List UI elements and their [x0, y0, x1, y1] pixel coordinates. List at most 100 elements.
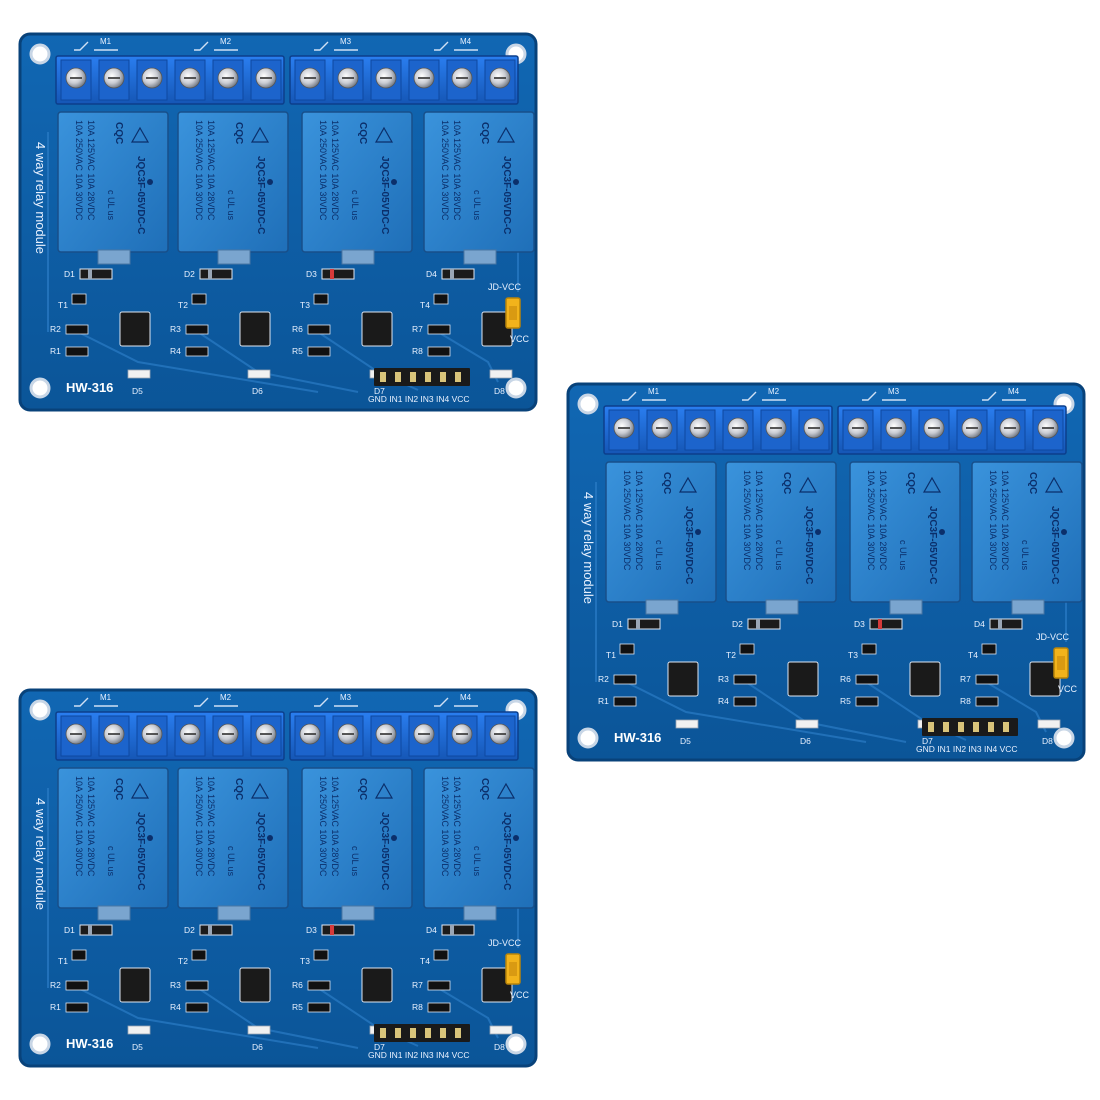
optocoupler — [361, 967, 393, 1003]
transistor-label: T1 — [58, 956, 68, 966]
optocoupler — [667, 661, 699, 697]
svg-text:CQC: CQC — [357, 122, 368, 144]
svg-text:10A 125VAC 10A 28VDC: 10A 125VAC 10A 28VDC — [1000, 470, 1010, 571]
led-label: D5 — [132, 386, 143, 396]
svg-text:c UL us: c UL us — [106, 190, 116, 221]
svg-text:10A 250VAC 10A 30VDC: 10A 250VAC 10A 30VDC — [742, 470, 752, 571]
mounting-holes — [29, 699, 527, 1055]
svg-text:CQC: CQC — [781, 472, 792, 494]
terminal-blocks — [55, 711, 519, 761]
svg-text:c UL us: c UL us — [898, 540, 908, 571]
model-label: HW-316 — [614, 730, 661, 745]
pin-header: GND IN1 IN2 IN3 IN4 VCC — [368, 1024, 470, 1060]
header-pin — [395, 372, 401, 382]
svg-text:JQC3F-05VDC-C: JQC3F-05VDC-C — [379, 812, 390, 890]
terminal-label: M3 — [340, 693, 352, 702]
header-pin-labels: GND IN1 IN2 IN3 IN4 VCC — [916, 744, 1018, 754]
svg-text:JD-VCC: JD-VCC — [1036, 632, 1069, 642]
header-pin — [455, 1028, 461, 1038]
terminal-label: M4 — [1008, 387, 1020, 396]
terminal-label: M4 — [460, 37, 472, 46]
led-label: D8 — [494, 1042, 505, 1052]
optocoupler — [119, 311, 151, 347]
header-pin — [455, 372, 461, 382]
header-pin — [928, 722, 934, 732]
transistor-label: T2 — [178, 956, 188, 966]
resistor-label: R1 — [50, 346, 61, 356]
svg-text:CQC: CQC — [233, 122, 244, 144]
optocoupler — [1029, 661, 1061, 697]
resistor-label: R1 — [50, 1002, 61, 1012]
svg-text:JD-VCC: JD-VCC — [488, 938, 521, 948]
svg-text:CQC: CQC — [233, 778, 244, 800]
svg-text:JQC3F-05VDC-C: JQC3F-05VDC-C — [501, 156, 512, 234]
header-pin — [943, 722, 949, 732]
transistor-label: T1 — [58, 300, 68, 310]
svg-text:10A 125VAC 10A 28VDC: 10A 125VAC 10A 28VDC — [452, 776, 462, 877]
svg-text:10A 125VAC 10A 28VDC: 10A 125VAC 10A 28VDC — [206, 120, 216, 221]
svg-text:CQC: CQC — [1027, 472, 1038, 494]
diode-label: D1 — [64, 269, 75, 279]
header-pin — [1003, 722, 1009, 732]
diode-label: D1 — [64, 925, 75, 935]
svg-text:JQC3F-05VDC-C: JQC3F-05VDC-C — [501, 812, 512, 890]
resistor-label: R5 — [292, 346, 303, 356]
led-label: D8 — [1042, 736, 1053, 746]
transistor-label: T3 — [300, 300, 310, 310]
svg-text:JQC3F-05VDC-C: JQC3F-05VDC-C — [255, 156, 266, 234]
terminal-blocks — [55, 55, 519, 105]
led-label: D7 — [922, 736, 933, 746]
resistor-label: R2 — [50, 324, 61, 334]
optocoupler — [239, 967, 271, 1003]
terminal-label: M4 — [460, 693, 472, 702]
resistor-label: R1 — [598, 696, 609, 706]
terminal-blocks — [603, 405, 1067, 455]
svg-text:VCC: VCC — [1058, 684, 1078, 694]
svg-text:10A 125VAC 10A 28VDC: 10A 125VAC 10A 28VDC — [330, 776, 340, 877]
optocoupler — [361, 311, 393, 347]
led-label: D5 — [680, 736, 691, 746]
model-label: HW-316 — [66, 1036, 113, 1051]
resistor-label: R8 — [412, 1002, 423, 1012]
transistor-label: T2 — [178, 300, 188, 310]
svg-text:10A 125VAC 10A 28VDC: 10A 125VAC 10A 28VDC — [634, 470, 644, 571]
svg-text:10A 125VAC 10A 28VDC: 10A 125VAC 10A 28VDC — [452, 120, 462, 221]
resistor-label: R7 — [412, 324, 423, 334]
svg-text:CQC: CQC — [113, 122, 124, 144]
svg-text:10A 125VAC 10A 28VDC: 10A 125VAC 10A 28VDC — [86, 776, 96, 877]
led-label: D6 — [252, 386, 263, 396]
svg-text:VCC: VCC — [510, 334, 530, 344]
resistor-label: R5 — [840, 696, 851, 706]
led-label: D8 — [494, 386, 505, 396]
transistor-label: T4 — [420, 300, 430, 310]
svg-text:10A 125VAC 10A 28VDC: 10A 125VAC 10A 28VDC — [878, 470, 888, 571]
terminal-label: M1 — [100, 693, 112, 702]
optocoupler — [239, 311, 271, 347]
transistor-label: T1 — [606, 650, 616, 660]
transistor-label: T3 — [300, 956, 310, 966]
terminal-label: M2 — [220, 37, 232, 46]
header-pin — [958, 722, 964, 732]
svg-text:JD-VCC: JD-VCC — [488, 282, 521, 292]
svg-text:JQC3F-05VDC-C: JQC3F-05VDC-C — [135, 812, 146, 890]
svg-text:10A 250VAC 10A 30VDC: 10A 250VAC 10A 30VDC — [74, 120, 84, 221]
svg-text:10A 250VAC 10A 30VDC: 10A 250VAC 10A 30VDC — [622, 470, 632, 571]
svg-text:JQC3F-05VDC-C: JQC3F-05VDC-C — [803, 506, 814, 584]
svg-text:10A 250VAC 10A 30VDC: 10A 250VAC 10A 30VDC — [440, 776, 450, 877]
resistor-label: R3 — [718, 674, 729, 684]
svg-text:10A 125VAC 10A 28VDC: 10A 125VAC 10A 28VDC — [86, 120, 96, 221]
transistor-label: T3 — [848, 650, 858, 660]
diode-label: D2 — [184, 925, 195, 935]
diode-label: D3 — [854, 619, 865, 629]
svg-text:CQC: CQC — [661, 472, 672, 494]
svg-text:c UL us: c UL us — [774, 540, 784, 571]
